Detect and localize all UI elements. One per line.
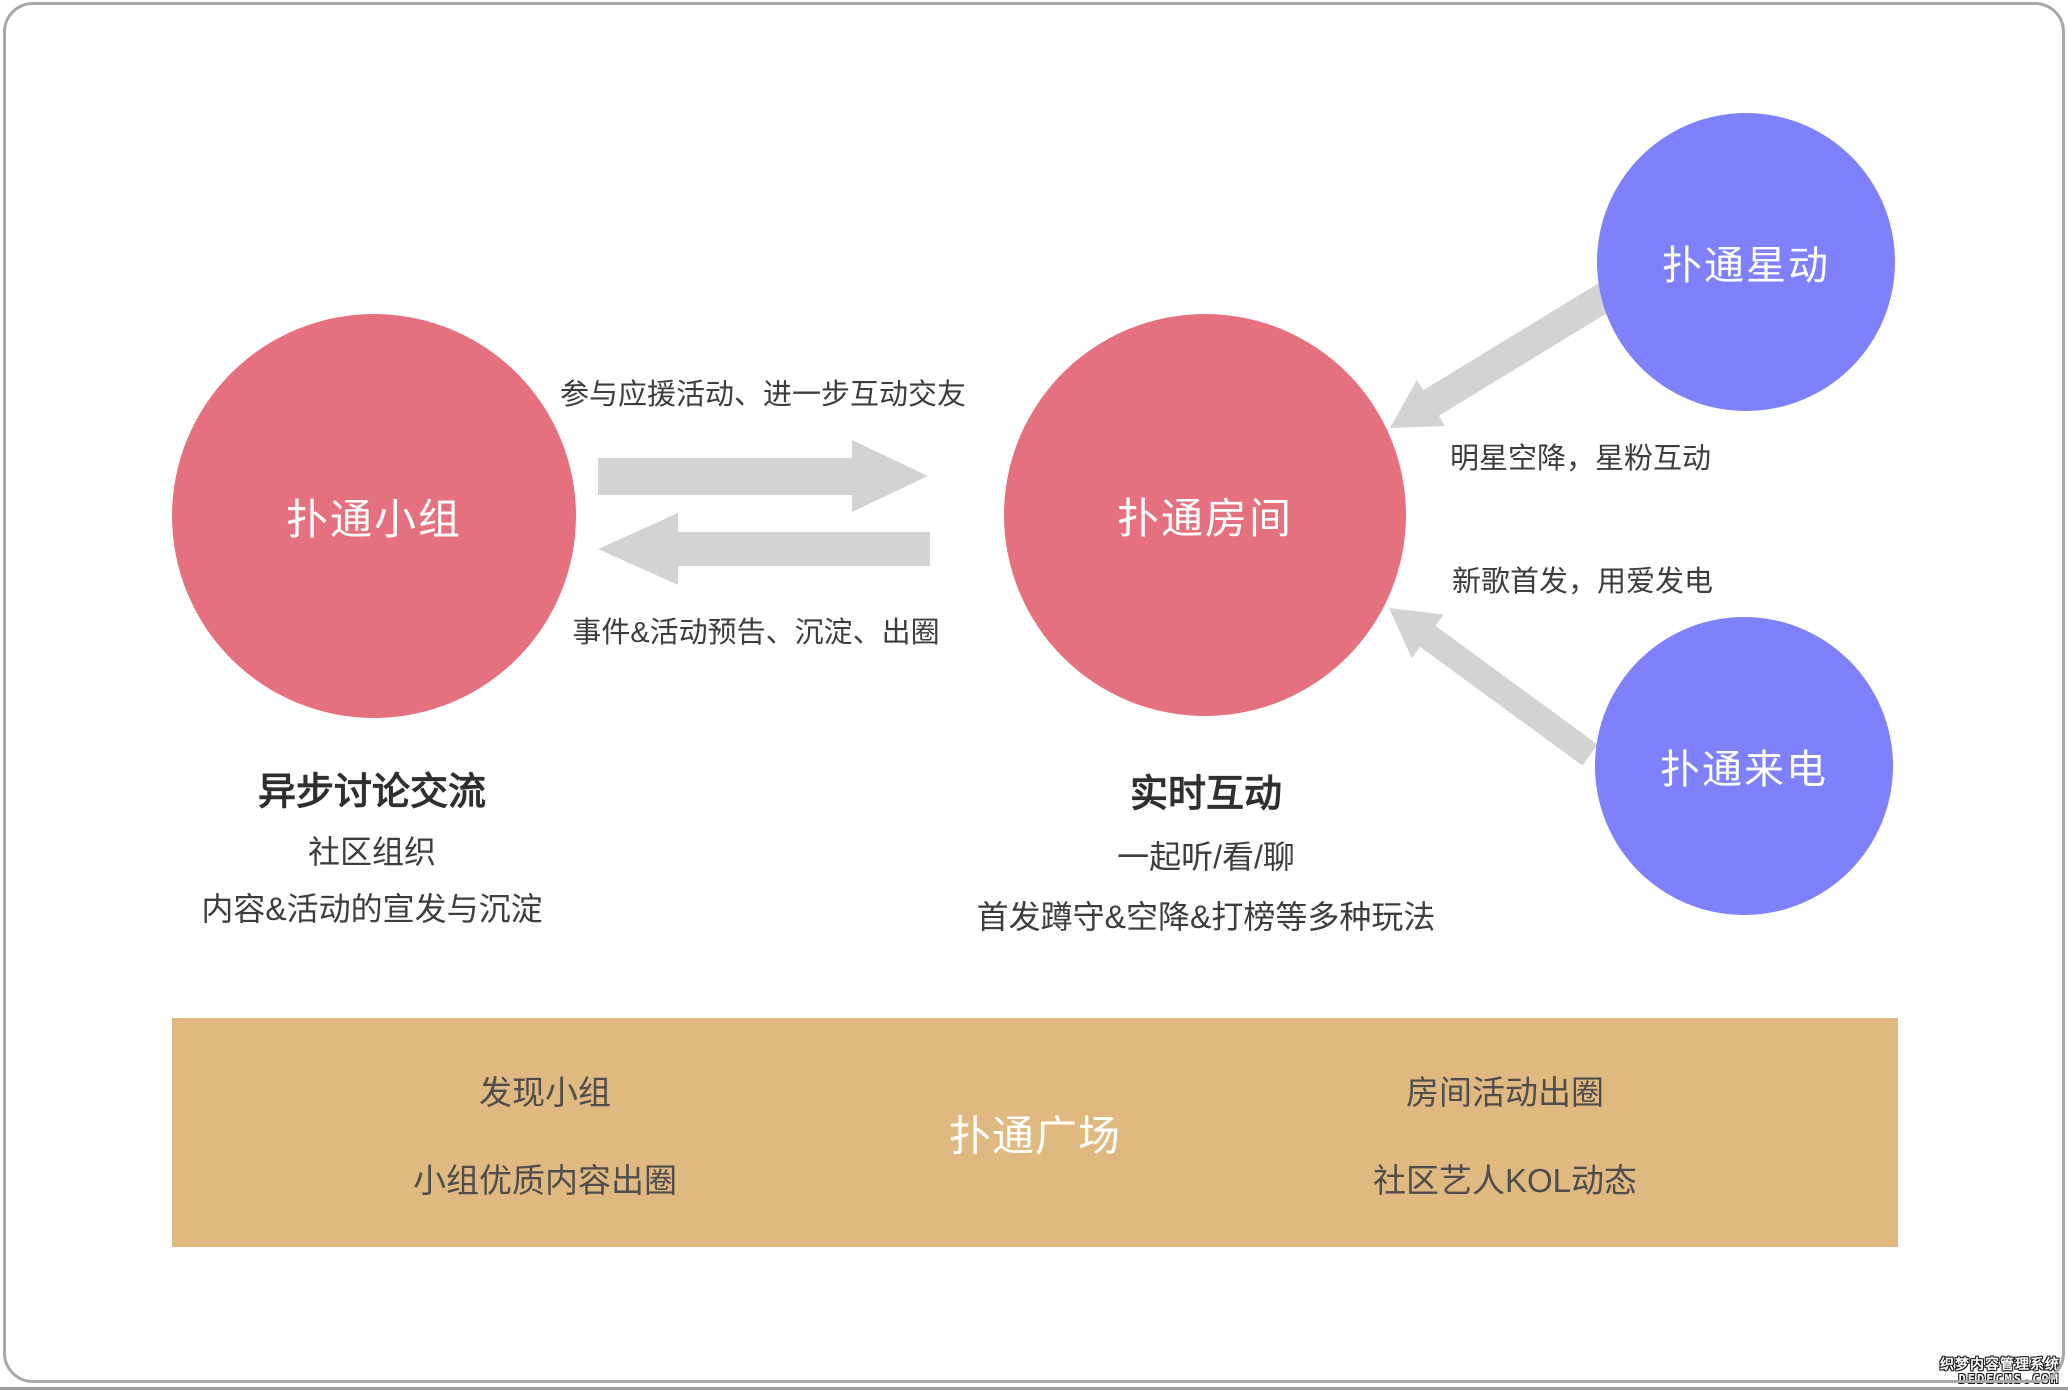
watermark-cn-line: 织梦内容管理系统 <box>1940 1356 2060 1372</box>
node-putong-call-label: 扑通来电 <box>1660 748 1828 792</box>
watermark-en-line: DEDECMS.COM <box>1958 1372 2060 1386</box>
plaza-left-item-2: 小组优质内容出圈 <box>413 1162 677 1199</box>
bottom-edge-line <box>0 1387 2068 1390</box>
putong-plaza-bar: 发现小组 小组优质内容出圈 扑通广场 房间活动出圈 社区艺人KOL动态 <box>172 1018 1898 1247</box>
node-putong-call: 扑通来电 <box>1595 617 1893 915</box>
group-desc-title: 异步讨论交流 <box>257 771 487 814</box>
plaza-title: 扑通广场 <box>948 1112 1122 1160</box>
arrow-diagonal-up-left-icon <box>1389 608 1598 766</box>
node-putong-room-label: 扑通房间 <box>1116 494 1293 542</box>
arrow-right-icon <box>598 440 928 512</box>
node-putong-group-label: 扑通小组 <box>285 495 462 543</box>
edge-label-group-to-room: 参与应援活动、进一步互动交友 <box>559 379 967 411</box>
plaza-right-item-2: 社区艺人KOL动态 <box>1372 1162 1638 1199</box>
node-putong-stardom-label: 扑通星动 <box>1662 244 1830 288</box>
node-putong-group: 扑通小组 <box>172 314 576 718</box>
edge-label-room-to-group: 事件&活动预告、沉淀、出圈 <box>572 617 940 649</box>
edge-label-call-to-room: 新歌首发，用爱发电 <box>1452 566 1714 598</box>
arrow-left-icon <box>598 513 930 585</box>
room-desc-title: 实时互动 <box>1129 773 1283 816</box>
group-desc-line2: 内容&活动的宣发与沉淀 <box>201 891 543 927</box>
room-desc-line1: 一起听/看/聊 <box>1117 839 1295 875</box>
node-putong-stardom: 扑通星动 <box>1597 113 1895 411</box>
group-desc-line1: 社区组织 <box>307 834 437 870</box>
plaza-right-item-1: 房间活动出圈 <box>1406 1074 1604 1111</box>
room-desc-line2: 首发蹲守&空降&打榜等多种玩法 <box>976 899 1436 935</box>
watermark: 织梦内容管理系统 DEDECMS.COM <box>1940 1356 2060 1386</box>
node-putong-room: 扑通房间 <box>1004 314 1406 716</box>
edge-label-stardom-to-room: 明星空降，星粉互动 <box>1450 443 1712 475</box>
arrow-diagonal-down-left-icon <box>1390 282 1616 428</box>
plaza-left-item-1: 发现小组 <box>479 1074 611 1111</box>
